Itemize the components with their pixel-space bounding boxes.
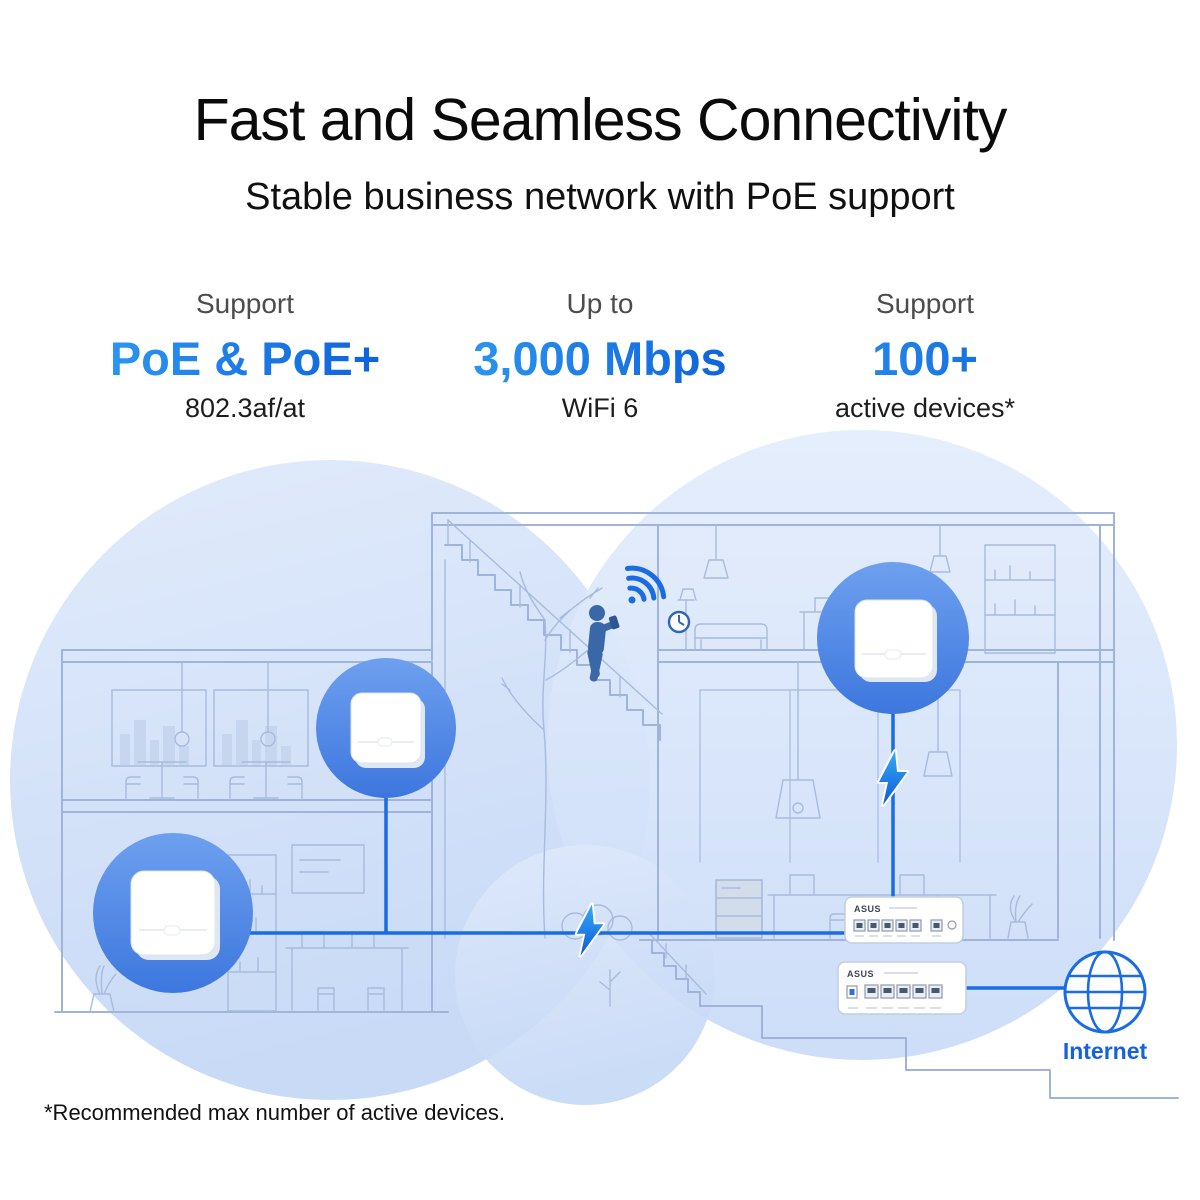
poe-switch-brand: ASUS (854, 904, 881, 914)
city-skyline (120, 720, 291, 765)
internet-label: Internet (1062, 1038, 1148, 1064)
feature-poe-sub: 802.3af/at (184, 393, 306, 424)
access-point-2 (316, 658, 456, 798)
footnote: *Recommended max number of active device… (44, 1100, 505, 1125)
office-floor-lower-right (699, 661, 1033, 939)
copier (715, 879, 763, 939)
feature-poe-label: Support (195, 288, 295, 319)
poe-cables (173, 712, 1065, 990)
tree (501, 571, 633, 1007)
access-point-3 (93, 833, 253, 993)
person-figure (587, 605, 620, 682)
feature-speed-label: Up to (566, 288, 634, 319)
terrain-steps (639, 931, 1179, 1099)
lightning-icon (574, 902, 606, 958)
page-subtitle: Stable business network with PoE support (245, 176, 955, 218)
lightning-icon (877, 749, 909, 807)
feature-speed-value: 3,000 Mbps (430, 334, 770, 384)
cafe-floor (111, 661, 309, 799)
wall-clock-icon (667, 610, 691, 634)
wifi-icon (624, 565, 667, 604)
poe-switch-device: ASUS (844, 896, 964, 944)
gateway-router-device: ASUS (837, 961, 967, 1015)
background-blobs (10, 430, 1177, 1105)
feature-devices-label: Support (875, 288, 975, 319)
building-outline (54, 512, 1115, 1013)
gateway-brand: ASUS (847, 969, 874, 979)
internet-globe-icon (1063, 950, 1147, 1034)
feature-devices-sub: active devices* (834, 393, 1016, 424)
phone (608, 615, 620, 630)
feature-poe: Support PoE & PoE+ 802.3af/at (75, 288, 415, 424)
feature-devices-value: 100+ (755, 334, 1095, 384)
cafe-table (125, 761, 199, 799)
feature-devices: Support 100+ active devices* (755, 288, 1095, 424)
access-point-1 (817, 562, 969, 714)
feature-speed: Up to 3,000 Mbps WiFi 6 (430, 288, 770, 424)
feature-poe-value: PoE & PoE+ (75, 334, 415, 384)
feature-speed-sub: WiFi 6 (561, 393, 639, 424)
page-title: Fast and Seamless Connectivity (193, 87, 1008, 153)
